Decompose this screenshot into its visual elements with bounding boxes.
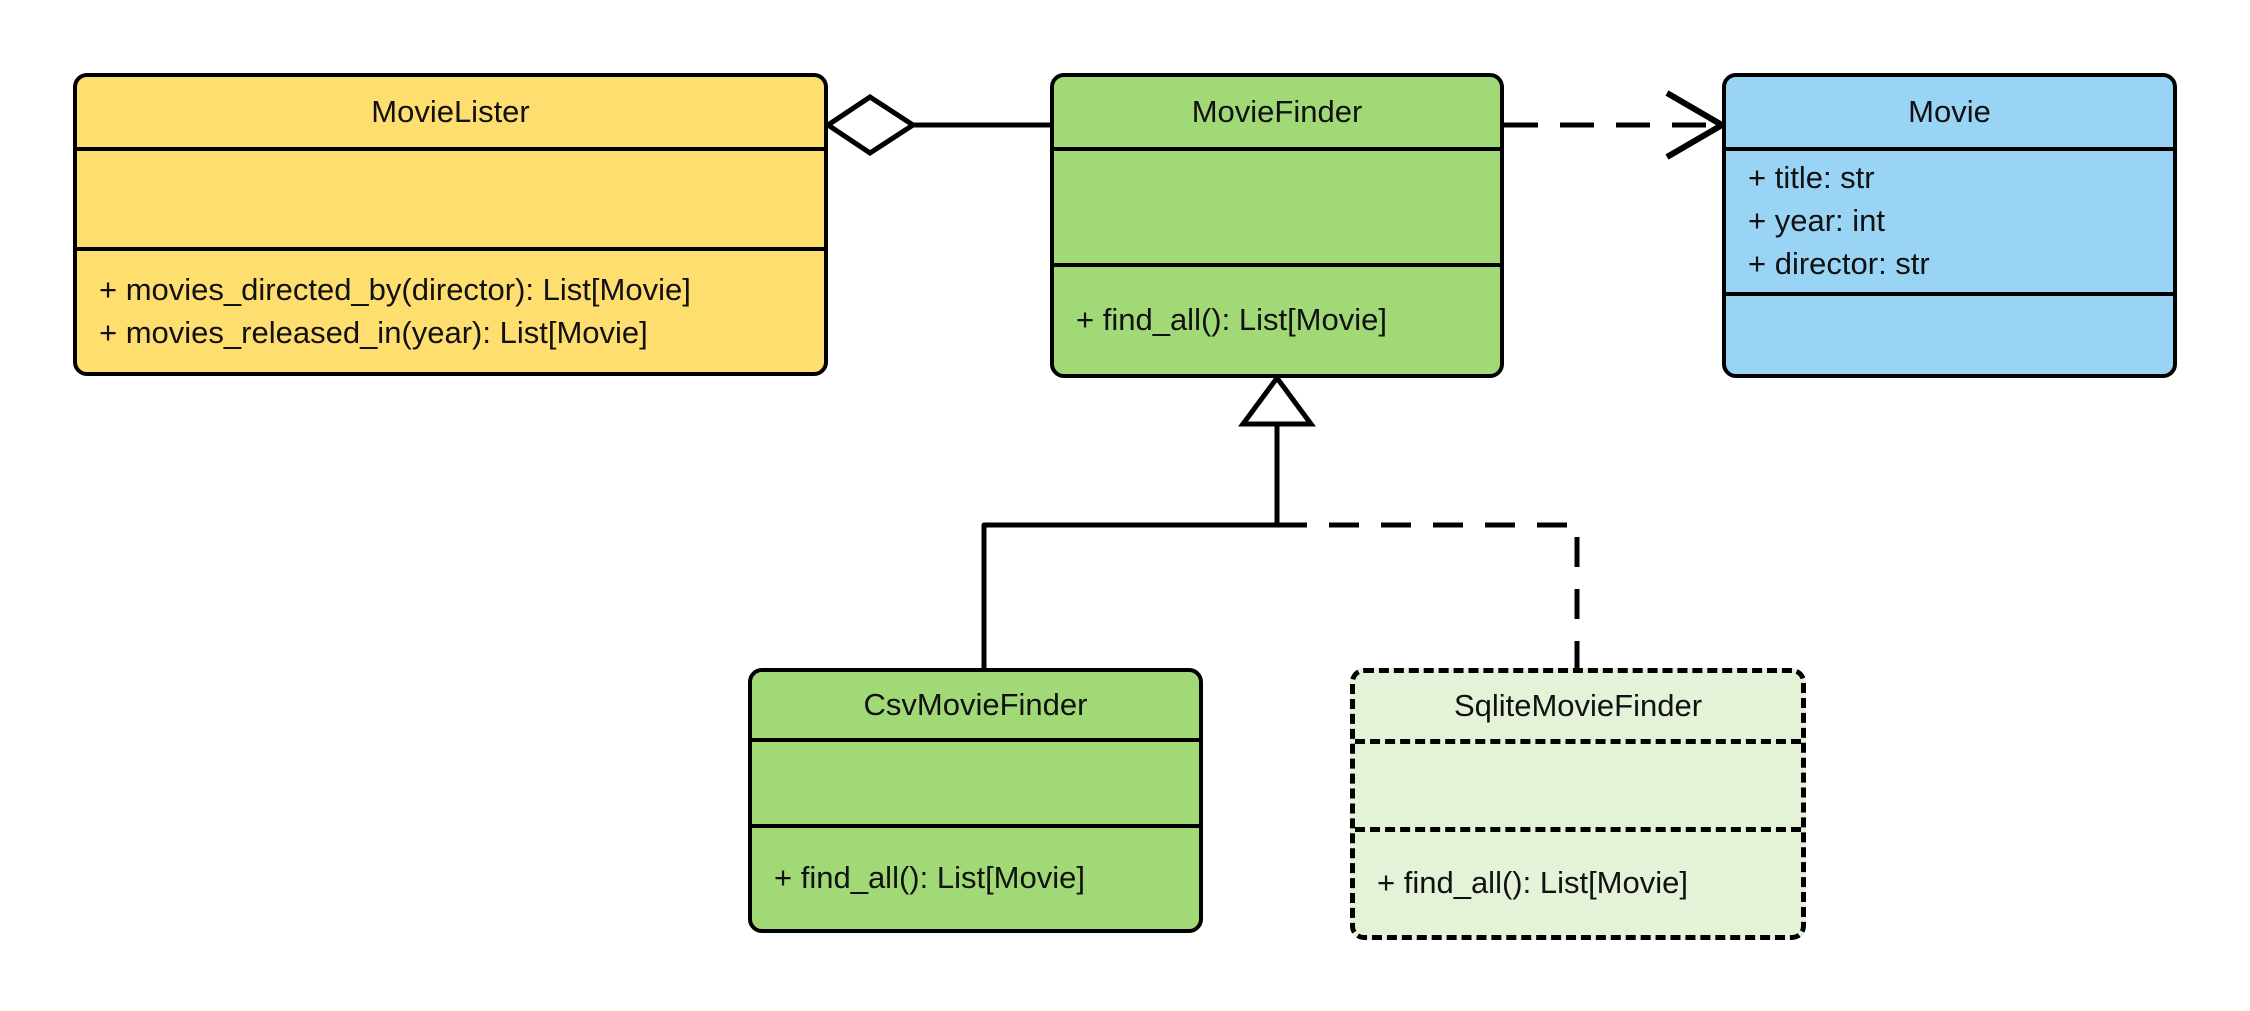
class-methods-sqlite-movie-finder: + find_all(): List[Movie] xyxy=(1355,827,1801,935)
class-methods-movie-lister: + movies_directed_by(director): List[Mov… xyxy=(77,247,824,372)
class-methods-csv-movie-finder: + find_all(): List[Movie] xyxy=(752,824,1199,929)
class-header-movie-finder: MovieFinder xyxy=(1054,77,1500,147)
class-name-movie: Movie xyxy=(1908,94,1991,130)
class-attributes-movie-finder xyxy=(1054,147,1500,263)
class-attributes-movie-lister xyxy=(77,147,824,247)
hollow-diamond-marker xyxy=(823,94,918,156)
class-header-movie: Movie xyxy=(1726,77,2173,147)
class-attributes-movie: + title: str + year: int + director: str xyxy=(1726,147,2173,292)
generalization-sqlite-line xyxy=(1277,522,1580,668)
class-member: + find_all(): List[Movie] xyxy=(774,860,1085,896)
edge-dependency-finder-movie xyxy=(1504,90,1728,160)
class-header-csv-movie-finder: CsvMovieFinder xyxy=(752,672,1199,738)
class-attributes-csv-movie-finder xyxy=(752,738,1199,824)
open-arrow-marker xyxy=(1665,90,1728,160)
edge-generalization-csv-finder xyxy=(981,522,1277,668)
class-member: + find_all(): List[Movie] xyxy=(1076,302,1387,338)
hollow-triangle-marker xyxy=(1238,373,1316,427)
class-member: + find_all(): List[Movie] xyxy=(1377,865,1688,901)
class-name-movie-lister: MovieLister xyxy=(371,94,530,130)
class-header-movie-lister: MovieLister xyxy=(77,77,824,147)
generalization-csv-line xyxy=(981,522,1277,668)
class-member: + year: int xyxy=(1748,203,1885,239)
class-box-movie-finder[interactable]: MovieFinder + find_all(): List[Movie] xyxy=(1050,73,1504,378)
class-member: + movies_directed_by(director): List[Mov… xyxy=(99,271,691,307)
class-name-movie-finder: MovieFinder xyxy=(1191,94,1363,130)
edge-generalization-trunk xyxy=(1238,373,1316,525)
class-box-sqlite-movie-finder[interactable]: SqliteMovieFinder + find_all(): List[Mov… xyxy=(1350,668,1806,940)
class-methods-movie-finder: + find_all(): List[Movie] xyxy=(1054,263,1500,374)
class-attributes-sqlite-movie-finder xyxy=(1355,739,1801,827)
class-name-csv-movie-finder: CsvMovieFinder xyxy=(863,687,1088,723)
class-name-sqlite-movie-finder: SqliteMovieFinder xyxy=(1453,688,1703,724)
class-member: + title: str xyxy=(1748,160,1875,196)
class-box-movie-lister[interactable]: MovieLister + movies_directed_by(directo… xyxy=(73,73,828,376)
edge-aggregation-lister-finder xyxy=(823,94,1050,156)
class-box-csv-movie-finder[interactable]: CsvMovieFinder + find_all(): List[Movie] xyxy=(748,668,1203,933)
class-member: + movies_released_in(year): List[Movie] xyxy=(99,314,648,350)
class-header-sqlite-movie-finder: SqliteMovieFinder xyxy=(1355,673,1801,739)
class-box-movie[interactable]: Movie + title: str + year: int + directo… xyxy=(1722,73,2177,378)
edge-generalization-sqlite-finder xyxy=(1277,522,1580,668)
class-methods-movie xyxy=(1726,292,2173,374)
class-member: + director: str xyxy=(1748,245,1930,281)
